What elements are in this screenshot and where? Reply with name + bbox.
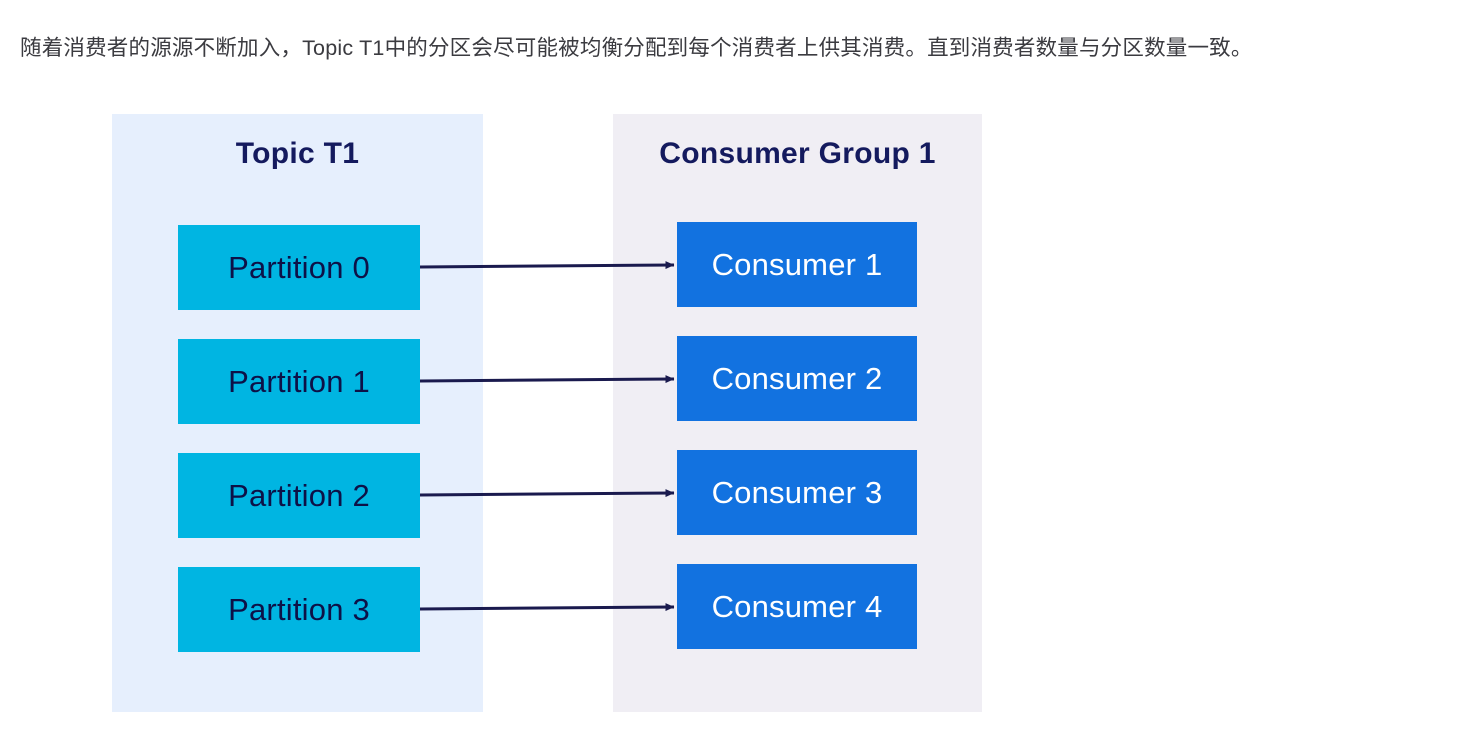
page-caption: 随着消费者的源源不断加入，Topic T1中的分区会尽可能被均衡分配到每个消费者… (20, 36, 1253, 60)
partition-node-1[interactable]: Partition 1 (178, 339, 420, 424)
consumer-node-4[interactable]: Consumer 4 (677, 564, 917, 649)
consumer-node-3[interactable]: Consumer 3 (677, 450, 917, 535)
consumer-node-3-label: Consumer 3 (711, 474, 883, 510)
topic-panel-title: Topic T1 (235, 137, 360, 170)
consumer-node-2-label: Consumer 2 (711, 360, 883, 396)
consumer-group-panel: Consumer Group 1 (613, 114, 982, 712)
consumer-node-2[interactable]: Consumer 2 (677, 336, 917, 421)
partition-node-3[interactable]: Partition 3 (178, 567, 420, 652)
partition-node-3-label: Partition 3 (228, 591, 370, 627)
consumer-group-panel-title: Consumer Group 1 (659, 137, 936, 170)
consumer-node-1-label: Consumer 1 (711, 246, 883, 282)
partition-node-1-label: Partition 1 (228, 363, 370, 399)
consumer-node-4-label: Consumer 4 (711, 588, 883, 624)
partition-node-2[interactable]: Partition 2 (178, 453, 420, 538)
consumer-node-1[interactable]: Consumer 1 (677, 222, 917, 307)
partition-node-2-label: Partition 2 (228, 477, 370, 513)
partition-node-0[interactable]: Partition 0 (178, 225, 420, 310)
partition-node-0-label: Partition 0 (228, 249, 370, 285)
